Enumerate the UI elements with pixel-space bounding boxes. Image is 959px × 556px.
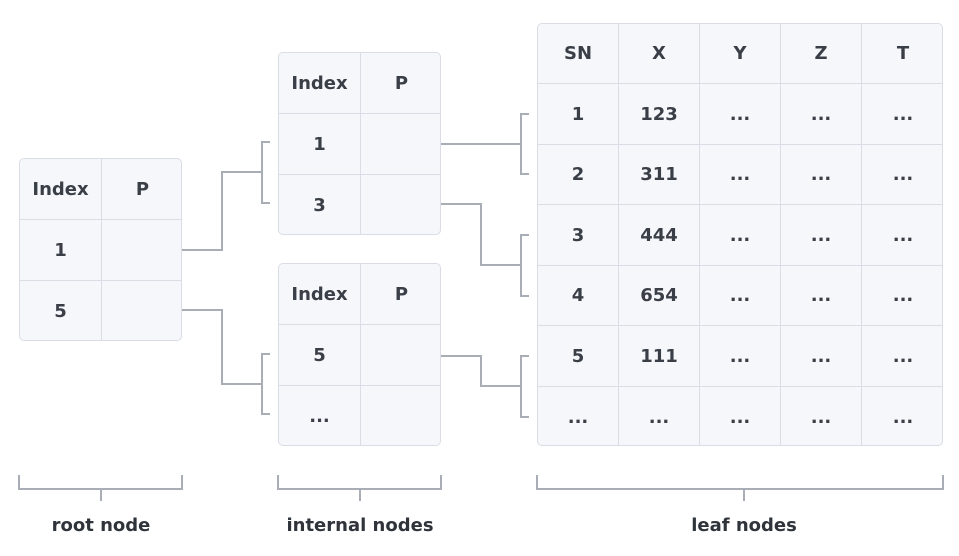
- caption-bracket-internal: [277, 475, 442, 490]
- index-cell: 1: [20, 220, 102, 281]
- leaf-cell: 444: [619, 205, 700, 266]
- header-index: Index: [279, 53, 361, 114]
- header-sn: SN: [538, 24, 619, 84]
- internal-node-table-1: Index P 1 3: [278, 52, 441, 235]
- header-pointer: P: [102, 159, 181, 220]
- leaf-cell: 3: [538, 205, 619, 266]
- leaf-cell: 2: [538, 145, 619, 205]
- bracket-internal-1: [261, 141, 270, 204]
- leaf-cell: ...: [700, 326, 781, 387]
- header-z: Z: [781, 24, 862, 84]
- index-cell: 5: [20, 281, 102, 340]
- leaf-cell: 654: [619, 266, 700, 326]
- leaf-cell: ...: [781, 84, 862, 145]
- leaf-node-table: SN X Y Z T 1 123 ... ... ... 2 311 ... .…: [537, 23, 943, 446]
- bracket-internal-2: [261, 353, 270, 415]
- leaf-cell: 1: [538, 84, 619, 145]
- bracket-leaf-rows-3-4: [520, 234, 529, 297]
- index-cell: 1: [279, 114, 361, 175]
- root-node-table: Index P 1 5: [19, 158, 182, 341]
- leaf-cell: ...: [862, 326, 942, 387]
- leaf-cell: 5: [538, 326, 619, 387]
- leaf-cell: ...: [781, 387, 862, 445]
- caption-bracket-leaf: [536, 475, 944, 490]
- connector-root-to-internal-2: [164, 309, 262, 385]
- leaf-cell: ...: [862, 205, 942, 266]
- header-index: Index: [20, 159, 102, 220]
- leaf-cell: ...: [781, 326, 862, 387]
- leaf-cell: ...: [862, 145, 942, 205]
- pointer-cell: [361, 175, 440, 234]
- leaf-cell: 111: [619, 326, 700, 387]
- header-y: Y: [700, 24, 781, 84]
- header-index: Index: [279, 264, 361, 325]
- caption-internal-nodes: internal nodes: [286, 515, 434, 536]
- bracket-leaf-rows-5-6: [520, 355, 529, 418]
- leaf-cell: ...: [700, 145, 781, 205]
- leaf-cell: ...: [538, 387, 619, 445]
- leaf-cell: 311: [619, 145, 700, 205]
- index-cell: 5: [279, 325, 361, 386]
- pointer-cell: [361, 114, 440, 175]
- pointer-cell: [361, 325, 440, 386]
- header-x: X: [619, 24, 700, 84]
- connector-root-to-internal-1: [164, 171, 262, 251]
- caption-leaf-nodes: leaf nodes: [691, 515, 797, 536]
- internal-node-table-2: Index P 5 ...: [278, 263, 441, 446]
- leaf-cell: ...: [781, 145, 862, 205]
- leaf-cell: ...: [700, 387, 781, 445]
- leaf-cell: 123: [619, 84, 700, 145]
- leaf-cell: 4: [538, 266, 619, 326]
- leaf-cell: ...: [781, 266, 862, 326]
- pointer-cell: [361, 386, 440, 445]
- leaf-cell: ...: [700, 266, 781, 326]
- leaf-cell: ...: [781, 205, 862, 266]
- pointer-cell: [102, 281, 181, 340]
- pointer-cell: [102, 220, 181, 281]
- header-pointer: P: [361, 264, 440, 325]
- leaf-cell: ...: [700, 205, 781, 266]
- header-pointer: P: [361, 53, 440, 114]
- index-cell: ...: [279, 386, 361, 445]
- leaf-cell: ...: [862, 84, 942, 145]
- bracket-leaf-rows-1-2: [520, 113, 529, 175]
- header-t: T: [862, 24, 942, 84]
- caption-bracket-root: [18, 475, 183, 490]
- leaf-cell: ...: [862, 266, 942, 326]
- leaf-cell: ...: [619, 387, 700, 445]
- index-cell: 3: [279, 175, 361, 234]
- leaf-cell: ...: [892, 406, 914, 428]
- leaf-cell: ...: [700, 84, 781, 145]
- caption-root-node: root node: [51, 515, 151, 536]
